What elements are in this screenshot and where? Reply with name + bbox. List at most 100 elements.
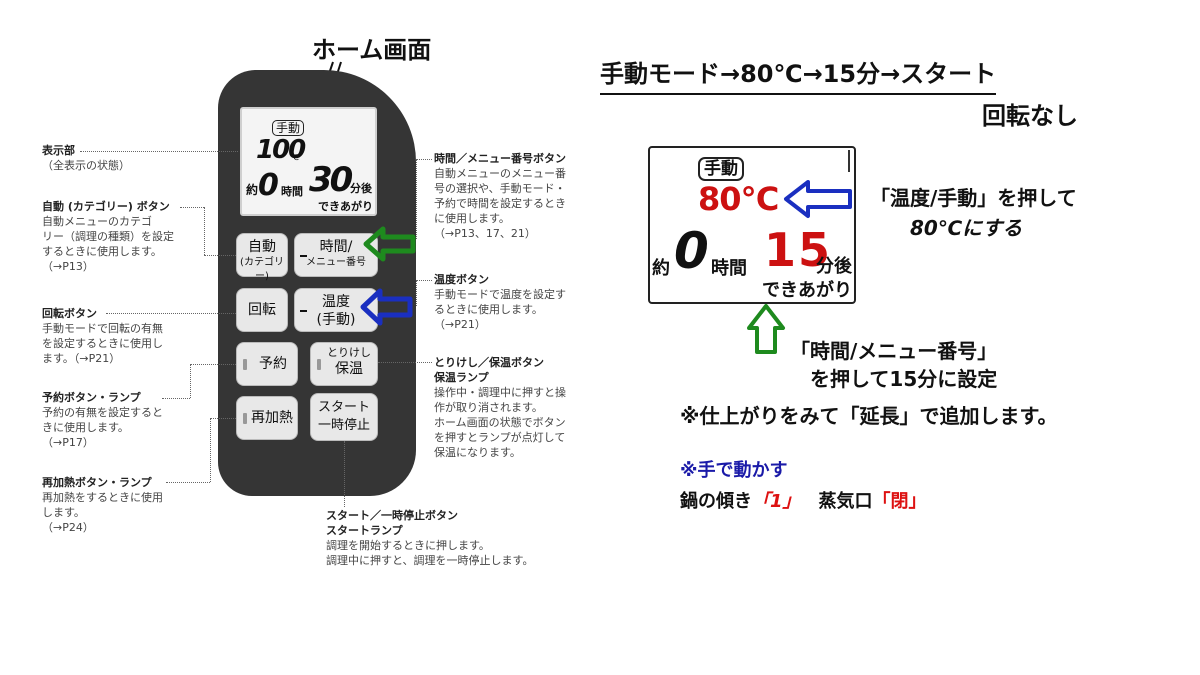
callout-start: スタート／一時停止ボタン スタートランプ 調理を開始するときに押します。 調理中… [326,508,533,568]
vent-value: 「閉」 [872,491,927,512]
enlarged-lcd-approx: 約 [652,258,670,279]
callout-display-leader [80,151,238,152]
time-instruction-line-1: 「時間/メニュー番号」 [790,339,998,363]
time-instruction-line-2: を押して15分に設定 [810,367,998,391]
enlarged-display [648,146,856,304]
callout-rotate-title: 回転ボタン [42,307,97,320]
rotate-button[interactable]: 回転 [236,288,288,332]
instruction-title: 手動モード→80℃→15分→スタート [600,54,997,95]
cancel-keep-warm-button[interactable]: とりけし 保温 [310,342,378,386]
time-menu-number-button[interactable]: 時間/ メニュー番号 [294,233,378,277]
callout-rotate-desc-3: ます。（→P21） [42,352,121,365]
instruction-subtitle: 回転なし [982,102,1078,130]
callout-reserve-leader-h [190,364,236,365]
enlarged-lcd-minutes-label: 分後 [816,256,852,277]
callout-auto-leader-v [204,207,205,255]
callout-display-desc: （全表示の状態） [42,159,130,172]
reserve-button[interactable]: 予約 [236,342,298,386]
callout-reheat: 再加熱ボタン・ランプ 再加熱をするときに使用 します。 （→P24） [42,475,163,535]
callout-reheat-title: 再加熱ボタン・ランプ [42,476,152,489]
reheat-lamp-icon [243,413,247,424]
panel-lcd-mode-tag: 手動 [272,120,305,136]
callout-reserve-leader [162,398,190,399]
callout-temp-desc-2: るときに使用します。 [434,303,543,316]
callout-display-title: 表示部 [42,144,75,157]
minus-mark-icon [300,310,307,312]
callout-time-title: 時間／メニュー番号ボタン [434,152,566,165]
blue-left-arrow-icon [784,180,852,218]
callout-reheat-desc-2: します。 [42,506,85,519]
callout-auto-desc-3: するときに使用します。 [42,245,162,258]
panel-lcd-hours: 0 [258,168,279,203]
enlarged-lcd-mode-tag: 手動 [698,157,744,181]
callout-temp-title: 温度ボタン [434,273,489,286]
callout-start-desc-1: 調理を開始するときに押します。 [326,539,490,552]
callout-temp-leader [416,280,432,281]
callout-cancel-title-2: 保温ランプ [434,371,489,384]
keep-warm-button-label: 保温 [335,361,363,377]
callout-auto-leader-h [204,255,236,256]
callout-time-desc-2: 号の選択や、手動モード・ [434,182,566,195]
callout-temp-desc-1: 手動モードで温度を設定す [434,288,566,301]
enlarged-lcd-hours: 0 [674,222,709,280]
reheat-button-label: 再加熱 [251,410,293,426]
manual-note: ※手で動かす [680,460,788,481]
rotate-button-label: 回転 [248,302,276,318]
panel-lcd-minutes-label: 分後 [350,182,372,195]
callout-rotate-desc-2: を設定するときに使用し [42,337,163,350]
callout-time-leader [416,159,432,160]
auto-button-sublabel: (カテゴリー) [240,257,284,282]
callout-temp-ref: （→P21） [434,318,486,331]
callout-start-leader [344,441,345,507]
enlarged-lcd-hours-label: 時間 [711,258,747,279]
panel-lcd-done-label: できあがり [318,200,373,213]
panel-lcd-minutes: 30 [309,160,353,200]
enlarged-lcd-done-label: できあがり [762,280,852,301]
pot-settings-note: 鍋の傾き「1」蒸気口「閉」 [680,487,927,513]
callout-start-title-1: スタート／一時停止ボタン [326,509,458,522]
callout-cancel-desc-2: 作が取り消されます。 [434,401,543,414]
callout-rotate: 回転ボタン 手動モードで回転の有無 を設定するときに使用し ます。（→P21） [42,306,163,366]
callout-auto: 自動 (カテゴリー) ボタン 自動メニューのカテゴ リー（調理の種類）を設定 す… [42,199,174,274]
time-button-label: 時間/ [319,239,353,255]
callout-reheat-desc-1: 再加熱をするときに使用 [42,491,163,504]
vent-label: 蒸気口 [818,491,873,512]
start-pause-button[interactable]: スタート 一時停止 [310,393,378,441]
callout-auto-title: 自動 (カテゴリー) ボタン [42,200,170,213]
display-edge-mark [848,150,850,172]
callout-reserve-leader-v [190,364,191,398]
callout-reserve: 予約ボタン・ランプ 予約の有無を設定すると きに使用します。 （→P17） [42,390,163,450]
panel-lcd-approx: 約 [246,183,259,197]
green-up-arrow-icon [747,304,785,354]
panel-display [240,107,377,216]
reheat-button[interactable]: 再加熱 [236,396,298,440]
time-instruction: 「時間/メニュー番号」 を押して15分に設定 [790,337,997,393]
temp-button-sublabel: (手動) [316,312,356,328]
enlarged-lcd-temperature: 80℃ [698,180,779,218]
callout-start-desc-2: 調理中に押すと、調理を一時停止します。 [326,554,534,567]
start-button-label: スタート [317,400,370,415]
callout-temp: 温度ボタン 手動モードで温度を設定す るときに使用します。 （→P21） [434,272,566,332]
callout-reserve-ref: （→P17） [42,436,94,449]
extend-note: ※仕上がりをみて「延長」で追加します。 [680,404,1058,428]
pause-button-label: 一時停止 [317,418,370,433]
auto-category-button[interactable]: 自動 (カテゴリー) [236,233,288,282]
callout-reheat-leader [166,482,210,483]
temp-instruction-line-2: 80℃にする [910,216,1023,240]
panel-lcd-temperature: 100 [256,135,306,165]
callout-time-desc-4: に使用します。 [434,212,510,225]
callout-auto-leader [180,207,204,208]
callout-reserve-title: 予約ボタン・ランプ [42,391,141,404]
callout-reheat-leader-v [210,418,211,482]
callout-cancel: とりけし／保温ボタン 保温ランプ 操作中・調理中に押すと操 作が取り消されます。… [434,355,566,460]
auto-button-label: 自動 [248,239,276,255]
panel-lcd-temp-unit: ℃ [290,153,299,162]
callout-time-desc-3: 予約で時間を設定するとき [434,197,566,210]
callout-time-leader-v [416,159,417,239]
callout-reheat-ref: （→P24） [42,521,94,534]
reserve-lamp-icon [243,359,247,370]
callout-cancel-desc-1: 操作中・調理中に押すと操 [434,386,566,399]
callout-auto-ref: （→P13） [42,260,94,273]
